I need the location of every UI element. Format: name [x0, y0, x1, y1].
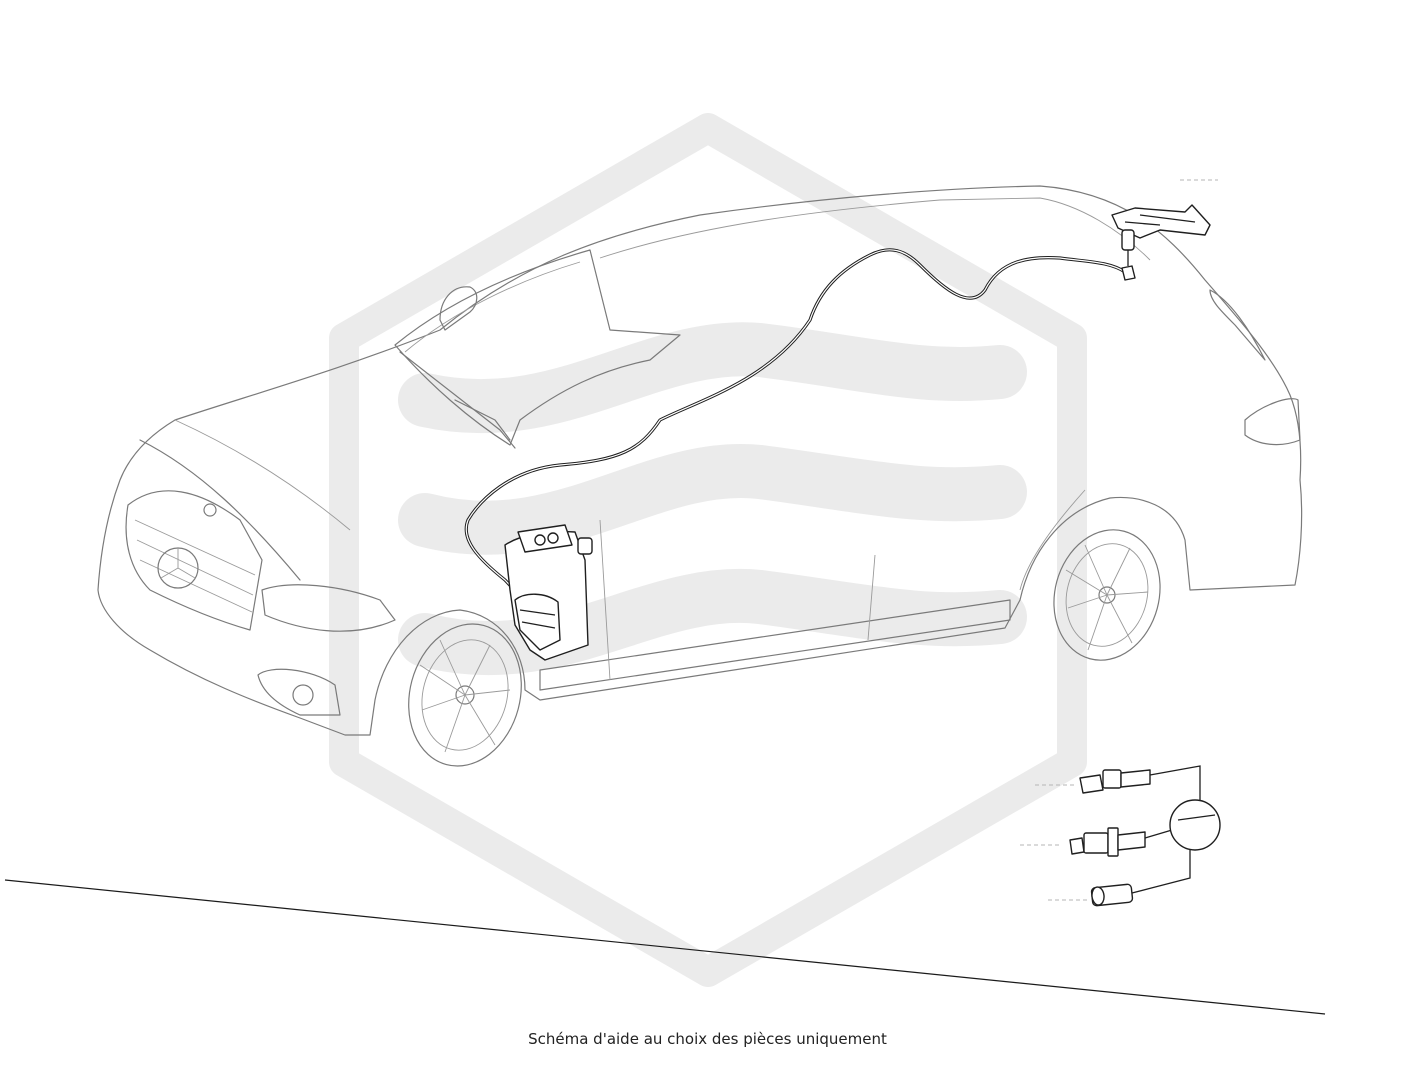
- nozzle-icon: [1121, 250, 1136, 281]
- car-outline: [97, 185, 1303, 767]
- wiper-motor-icon: [1111, 204, 1211, 251]
- rear-wheel: [1053, 529, 1161, 661]
- caption: Schéma d'aide au choix des pièces unique…: [528, 1030, 887, 1048]
- washer-reservoir-icon: [504, 524, 593, 661]
- hexagon-wave-watermark: [329, 113, 1087, 987]
- label-leaders: [1020, 179, 1218, 901]
- junction-circle-icon: [1169, 799, 1221, 851]
- connector-icon: [1079, 765, 1201, 800]
- connector-icon: [1069, 827, 1173, 857]
- sleeve-icon: [1090, 845, 1191, 907]
- ground-line: [4, 879, 1326, 1015]
- three-pointed-star-icon: [157, 503, 217, 589]
- front-wheel: [408, 623, 522, 767]
- hose-icon: [464, 248, 1127, 600]
